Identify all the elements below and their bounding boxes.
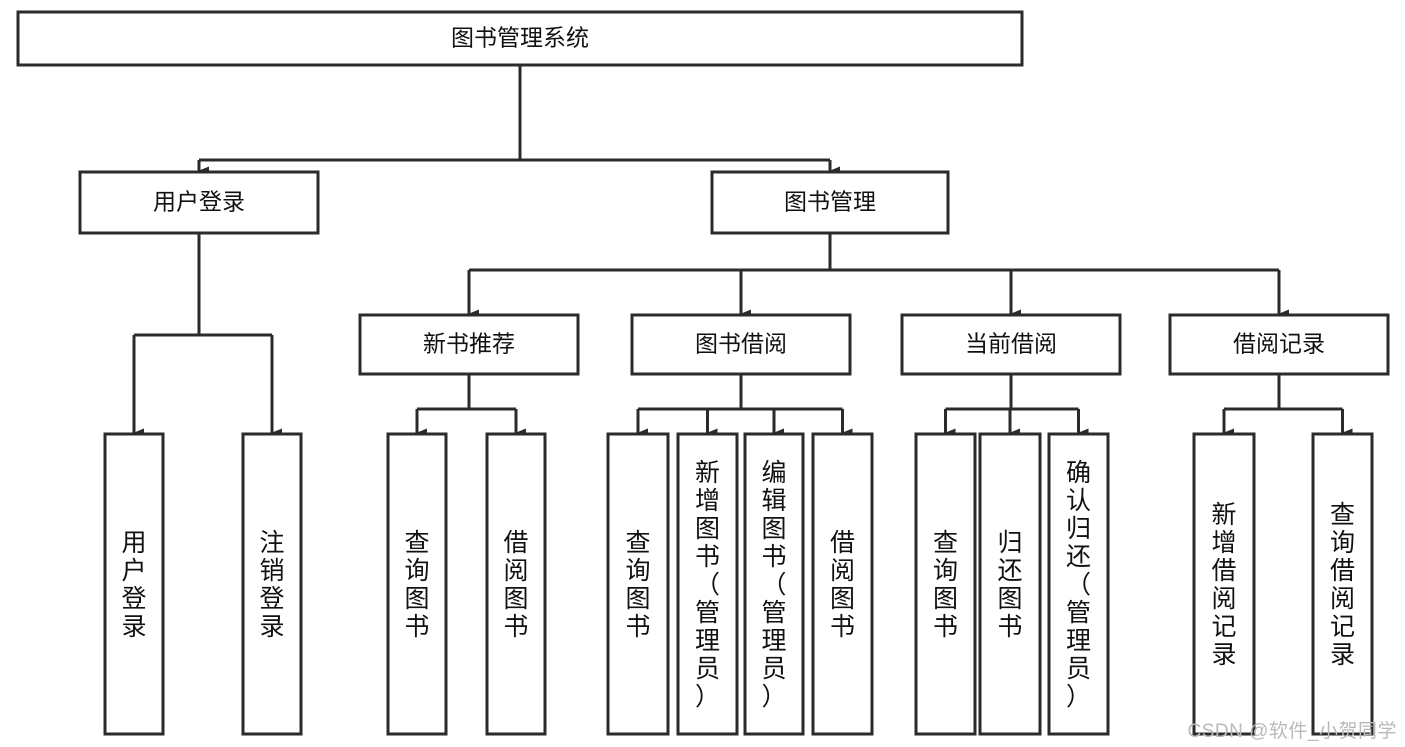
node-box-current-borrow xyxy=(900,313,1122,376)
node-leaf-add-book[interactable]: 新增图书（管理员） xyxy=(676,432,739,736)
node-label-root: 图书管理系统 xyxy=(451,25,589,51)
node-label-new-book-recommend: 新书推荐 xyxy=(423,331,515,357)
connector-group-current-borrow xyxy=(944,374,1089,438)
connector-layer xyxy=(132,65,1353,438)
node-label-leaf-user-login: 用户登录 xyxy=(121,529,146,641)
node-box-leaf-query-book-3 xyxy=(914,432,977,736)
node-box-leaf-return-book xyxy=(978,432,1042,736)
node-leaf-query-book-3[interactable]: 查询图书 xyxy=(914,432,977,736)
connector-group-book-manage xyxy=(467,233,1289,319)
node-leaf-query-book-1[interactable]: 查询图书 xyxy=(386,432,448,736)
node-box-leaf-query-book-1 xyxy=(386,432,448,736)
node-label-leaf-query-record: 查询借阅记录 xyxy=(1330,501,1355,669)
node-box-new-book-recommend xyxy=(358,313,580,376)
node-box-borrow-record xyxy=(1168,313,1390,376)
node-box-leaf-borrow-book-2 xyxy=(811,432,874,736)
node-leaf-logout[interactable]: 注销登录 xyxy=(241,432,303,736)
node-label-leaf-query-book-2: 查询图书 xyxy=(625,529,650,641)
node-box-leaf-borrow-book-1 xyxy=(485,432,547,736)
node-new-book-recommend[interactable]: 新书推荐 xyxy=(358,313,580,376)
connector-group-root xyxy=(197,65,840,176)
node-label-user-login: 用户登录 xyxy=(153,189,245,215)
node-box-leaf-edit-book xyxy=(743,432,805,736)
node-leaf-query-book-2[interactable]: 查询图书 xyxy=(606,432,670,736)
node-leaf-edit-book[interactable]: 编辑图书（管理员） xyxy=(743,432,805,736)
node-borrow-record[interactable]: 借阅记录 xyxy=(1168,313,1390,376)
node-user-login[interactable]: 用户登录 xyxy=(78,170,320,235)
node-label-current-borrow: 当前借阅 xyxy=(965,331,1057,357)
node-box-leaf-confirm-return xyxy=(1047,432,1110,736)
node-box-leaf-add-record xyxy=(1192,432,1256,736)
node-leaf-confirm-return[interactable]: 确认归还（管理员） xyxy=(1047,432,1110,736)
node-box-user-login xyxy=(78,170,320,235)
connector-group-borrow-record xyxy=(1222,374,1353,438)
node-label-leaf-add-record: 新增借阅记录 xyxy=(1211,501,1236,669)
connector-group-new-book-recommend xyxy=(415,374,526,438)
node-box-leaf-add-book xyxy=(676,432,739,736)
node-leaf-user-login[interactable]: 用户登录 xyxy=(103,432,165,736)
node-label-leaf-edit-book: 编辑图书（管理员） xyxy=(761,459,786,711)
node-layer: 图书管理系统用户登录图书管理新书推荐图书借阅当前借阅借阅记录用户登录注销登录查询… xyxy=(16,10,1390,736)
node-leaf-borrow-book-2[interactable]: 借阅图书 xyxy=(811,432,874,736)
node-label-book-manage: 图书管理 xyxy=(784,189,876,215)
node-book-manage[interactable]: 图书管理 xyxy=(710,170,950,235)
node-leaf-return-book[interactable]: 归还图书 xyxy=(978,432,1042,736)
connector-group-book-borrow xyxy=(636,374,853,438)
node-label-leaf-logout: 注销登录 xyxy=(259,529,284,641)
node-label-leaf-query-book-3: 查询图书 xyxy=(933,529,958,641)
node-leaf-borrow-book-1[interactable]: 借阅图书 xyxy=(485,432,547,736)
node-label-leaf-borrow-book-1: 借阅图书 xyxy=(503,529,528,641)
node-box-leaf-user-login xyxy=(103,432,165,736)
node-box-leaf-query-record xyxy=(1311,432,1374,736)
node-leaf-query-record[interactable]: 查询借阅记录 xyxy=(1311,432,1374,736)
node-label-book-borrow: 图书借阅 xyxy=(695,331,787,357)
node-box-root xyxy=(16,10,1024,67)
node-root[interactable]: 图书管理系统 xyxy=(16,10,1024,67)
node-box-book-manage xyxy=(710,170,950,235)
node-label-leaf-return-book: 归还图书 xyxy=(997,529,1022,641)
node-box-leaf-logout xyxy=(241,432,303,736)
node-box-leaf-query-book-2 xyxy=(606,432,670,736)
node-label-borrow-record: 借阅记录 xyxy=(1233,331,1325,357)
node-label-leaf-confirm-return: 确认归还（管理员） xyxy=(1066,459,1091,711)
node-label-leaf-query-book-1: 查询图书 xyxy=(404,529,429,641)
node-book-borrow[interactable]: 图书借阅 xyxy=(630,313,852,376)
node-box-book-borrow xyxy=(630,313,852,376)
connector-group-user-login xyxy=(132,233,282,438)
node-current-borrow[interactable]: 当前借阅 xyxy=(900,313,1122,376)
node-label-leaf-borrow-book-2: 借阅图书 xyxy=(830,529,855,641)
node-label-leaf-add-book: 新增图书（管理员） xyxy=(695,459,720,711)
node-leaf-add-record[interactable]: 新增借阅记录 xyxy=(1192,432,1256,736)
